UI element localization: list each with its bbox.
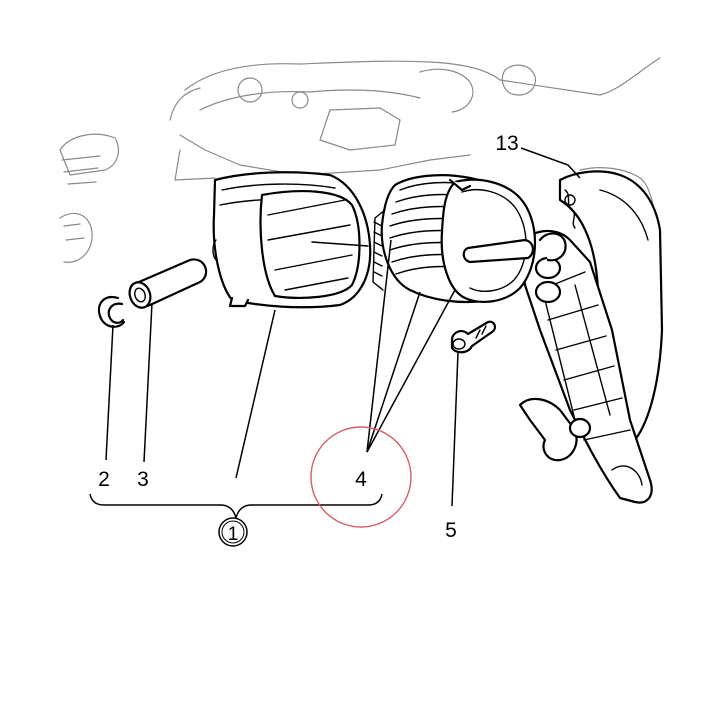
- connecting-rod-part: [518, 229, 653, 504]
- callout-1-inner-circle: [221, 520, 245, 544]
- callout-5-label: 5: [445, 519, 457, 542]
- screw-part: [450, 320, 497, 354]
- callout-4-label: 4: [355, 468, 367, 491]
- piston-pin-part: [128, 258, 208, 309]
- snap-ring-part: [97, 296, 126, 328]
- piston-part: [212, 171, 372, 309]
- callout-1-label: 1: [228, 524, 239, 545]
- piston-rings-part: [372, 174, 536, 304]
- callout-3-label: 3: [137, 468, 149, 491]
- callout-13-label: 13: [495, 132, 518, 155]
- callout-1-circle: [218, 517, 248, 547]
- callout-2-label: 2: [98, 468, 110, 491]
- highlight-circle: [310, 426, 412, 528]
